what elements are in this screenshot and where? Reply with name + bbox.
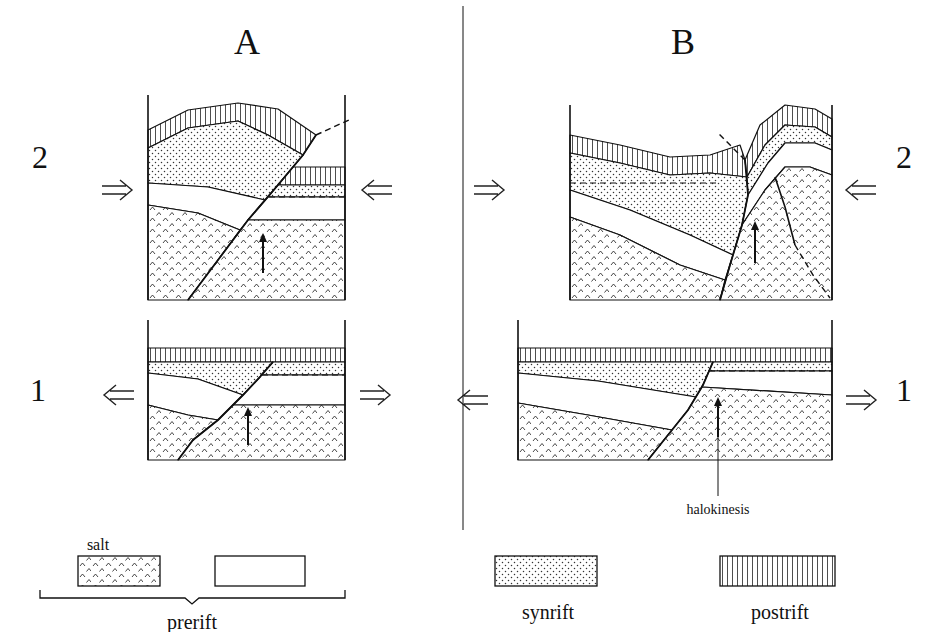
- stress-arrow: [846, 390, 876, 410]
- uplift-arrow-head: [714, 397, 722, 406]
- fault-tip-line: [316, 119, 351, 135]
- fault-line: [188, 135, 316, 300]
- synrift-layer: [261, 362, 345, 375]
- legend-label: synrift: [522, 602, 574, 622]
- postrift-layer: [518, 348, 832, 362]
- legend-swatch: [495, 556, 597, 586]
- section-border: [344, 320, 346, 460]
- legend-swatch: [720, 556, 835, 586]
- fault-line: [720, 160, 748, 300]
- legend-bracket: [40, 590, 345, 604]
- uplift-arrow-shaft: [754, 229, 756, 263]
- synrift-layer: [268, 185, 345, 197]
- section-border: [831, 105, 833, 300]
- panel-divider: [463, 6, 464, 530]
- stage-number: 2: [32, 141, 48, 173]
- salt-layer: [188, 220, 345, 300]
- uplift-arrow-shaft: [262, 241, 264, 273]
- fault-tip-line: [795, 245, 830, 298]
- section-border: [517, 320, 519, 460]
- section-border: [569, 105, 571, 300]
- horizon-line: [262, 374, 345, 375]
- section-b2: [570, 105, 832, 300]
- stress-arrow: [846, 180, 876, 200]
- synrift-layer: [709, 362, 832, 371]
- legend-label: salt: [87, 537, 109, 553]
- horizon-line: [709, 370, 832, 371]
- stress-arrow: [360, 385, 390, 405]
- uplift-arrow-head: [259, 233, 267, 242]
- salt-layer: [720, 167, 832, 300]
- stress-arrow: [474, 180, 504, 200]
- prerift-layer: [248, 197, 345, 220]
- section-a2: [148, 95, 351, 300]
- horizon-line: [570, 182, 720, 183]
- salt-layer: [648, 387, 832, 460]
- section-border: [147, 95, 149, 300]
- postrift-layer: [148, 348, 345, 362]
- stress-arrow: [362, 180, 392, 200]
- leader-line: [718, 437, 719, 496]
- section-border: [831, 320, 833, 460]
- stage-number: 1: [896, 374, 912, 406]
- uplift-arrow-head: [244, 407, 252, 416]
- panel-letter: A: [234, 24, 260, 60]
- section-border: [147, 320, 149, 460]
- uplift-arrow-shaft: [247, 415, 249, 445]
- fault-tip-line: [718, 133, 745, 160]
- stage-number: 2: [896, 141, 912, 173]
- legend-swatch: [78, 556, 160, 586]
- legend-swatch: [215, 556, 305, 586]
- fault-line: [178, 362, 273, 460]
- process-label: halokinesis: [687, 503, 750, 517]
- uplift-arrow-shaft: [717, 405, 719, 437]
- legend-swatches: [78, 556, 835, 586]
- fault-line: [648, 362, 713, 460]
- section-b1: [518, 320, 832, 460]
- fault-line: [775, 177, 795, 245]
- legend-label: prerift: [167, 612, 217, 632]
- postrift-layer: [278, 167, 345, 185]
- salt-layer: [570, 217, 725, 300]
- legend-label: postrift: [751, 602, 809, 622]
- prerift-layer: [233, 375, 345, 405]
- stage-number: 1: [30, 374, 46, 406]
- uplift-arrow-head: [751, 221, 759, 230]
- panel-letter: B: [671, 24, 695, 60]
- horizon-line: [269, 196, 345, 197]
- salt-layer: [518, 403, 672, 460]
- section-a1: [148, 320, 345, 460]
- stress-arrow: [102, 180, 132, 200]
- stress-arrow: [104, 385, 134, 405]
